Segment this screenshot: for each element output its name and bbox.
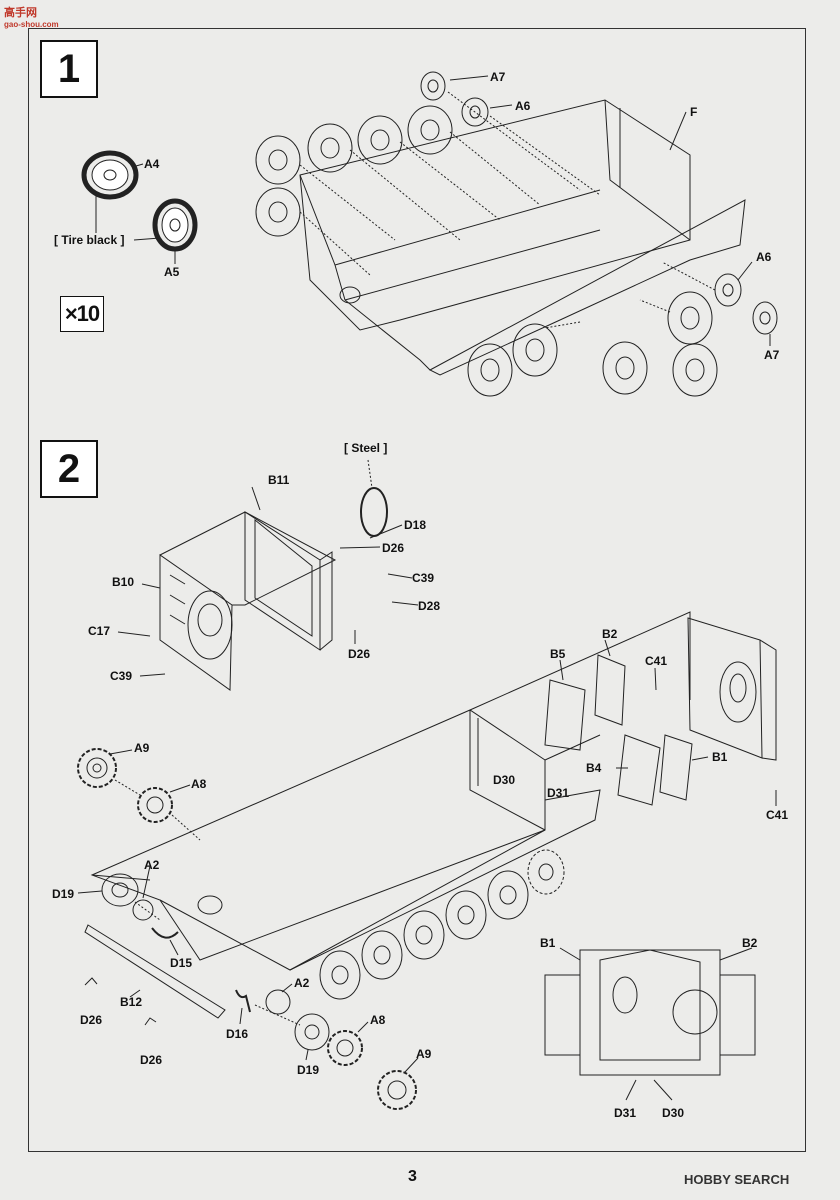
part-label: A6: [756, 250, 772, 264]
part-label: B12: [120, 995, 143, 1009]
part-label: A9: [416, 1047, 432, 1061]
part-label: C41: [766, 808, 789, 822]
part-label: D28: [418, 599, 441, 613]
sprocket-a8-lower: [327, 1030, 363, 1066]
part-label: D19: [52, 887, 75, 901]
part-label: D30: [662, 1106, 685, 1120]
part-label: C41: [645, 654, 668, 668]
page-number: 3: [408, 1168, 417, 1185]
part-label: B1: [540, 936, 556, 950]
part-label: C39: [412, 571, 435, 585]
part-label: D26: [348, 647, 371, 661]
part-label: F: [690, 105, 698, 119]
sprocket-a8-upper: [137, 787, 173, 823]
part-label: B5: [550, 647, 566, 661]
part-label: B1: [712, 750, 728, 764]
part-label: A7: [490, 70, 506, 84]
hobby-search-logo: HOBBY SEARCH: [684, 1172, 790, 1187]
part-label: D26: [382, 541, 405, 555]
part-d26-left-a: [84, 977, 98, 986]
part-label: D15: [170, 956, 193, 970]
step-2-number: 2: [40, 440, 98, 498]
part-label: B4: [586, 761, 602, 775]
instruction-page-frame: [28, 28, 806, 1152]
road-wheels-upper-left: [255, 105, 453, 237]
part-label: A6: [515, 99, 531, 113]
part-label: B2: [742, 936, 758, 950]
idler-wheels-lower: [714, 273, 778, 335]
front-plate-drawing: [687, 617, 777, 761]
sprocket-a9-upper: [77, 748, 117, 788]
part-label: D26: [140, 1053, 163, 1067]
hull-side-drawing-step1: [299, 99, 746, 376]
part-label: A9: [134, 741, 150, 755]
part-label: D30: [493, 773, 516, 787]
tire-a4-drawing: [81, 150, 139, 200]
hull-plates-b-drawing: [544, 654, 693, 806]
part-label: D16: [226, 1027, 249, 1041]
hull-drawing-step2: [90, 611, 691, 971]
road-wheels-step2: [319, 849, 565, 1000]
part-label: B10: [112, 575, 135, 589]
part-label: A5: [164, 265, 180, 279]
part-d26-left-b: [144, 1017, 157, 1026]
assembly-guide-lines-step1: [299, 91, 716, 329]
part-label: B11: [268, 473, 290, 487]
part-label: B2: [602, 627, 618, 641]
part-label: D18: [404, 518, 427, 532]
towing-cable-d18-drawing: [360, 459, 388, 537]
part-label: D31: [614, 1106, 637, 1120]
road-wheels-lower: [467, 291, 718, 397]
part-label: C39: [110, 669, 133, 683]
part-label: A2: [294, 976, 310, 990]
part-label: A8: [191, 777, 207, 791]
sprocket-a9-lower: [377, 1070, 417, 1110]
part-label: A8: [370, 1013, 386, 1027]
drive-wheel-d19-left: [101, 873, 154, 921]
part-label: A4: [144, 157, 160, 171]
part-label: D26: [80, 1013, 103, 1027]
strip-b12-drawing: [84, 924, 226, 1019]
rear-plate-b10-drawing: [159, 511, 337, 691]
part-label: D19: [297, 1063, 320, 1077]
step-1-number: 1: [40, 40, 98, 98]
site-watermark: 高手网 gao-shou.com: [4, 4, 59, 29]
step-2-material-note: [ Steel ]: [344, 441, 388, 455]
part-label: A2: [144, 858, 160, 872]
tire-a5-drawing: [152, 198, 198, 252]
step-1-paint-note: [ Tire black ]: [54, 233, 125, 247]
part-label: D31: [547, 786, 570, 800]
watermark-site-url: gao-shou.com: [4, 20, 59, 29]
bracket-d15-drawing: [151, 927, 179, 939]
drive-wheel-d19-right: [235, 989, 330, 1051]
watermark-brand: 高手网: [4, 7, 37, 19]
rear-view-detail-drawing: [544, 947, 756, 1101]
idler-wheels-upper: [420, 71, 489, 127]
step-1-quantity: ×10: [60, 296, 104, 332]
rear-frame-b11-drawing: [244, 511, 333, 651]
part-label: C17: [88, 624, 111, 638]
part-label: A7: [764, 348, 780, 362]
